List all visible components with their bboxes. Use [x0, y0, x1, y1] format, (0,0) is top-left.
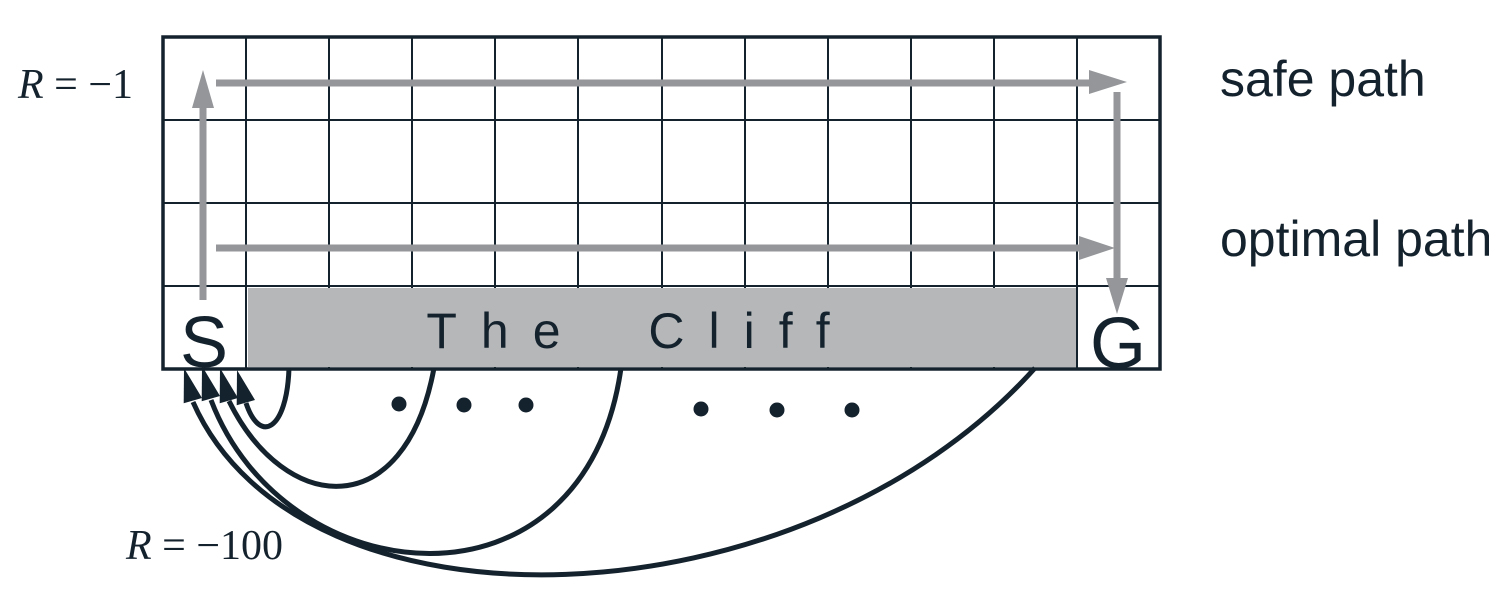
path-arrows — [192, 70, 1128, 314]
reward-step-label: R = −1 — [17, 62, 133, 108]
ellipsis-dot — [769, 402, 785, 418]
grid-border — [161, 35, 1162, 371]
ellipsis-dot — [844, 402, 860, 418]
ellipsis-dot — [391, 396, 407, 412]
arrowhead-icon — [236, 370, 255, 406]
cliff-fall-curve-3 — [208, 367, 624, 556]
gridworld — [161, 35, 1162, 371]
reward-cliff-value: = −100 — [152, 523, 283, 569]
ellipsis-dots — [391, 396, 860, 418]
cliff-fall-arrows — [183, 366, 1037, 578]
cliff-fall-curve-1 — [243, 367, 292, 430]
reward-cliff-variable: R — [125, 523, 152, 569]
arrowhead-right-icon — [1089, 70, 1127, 94]
arrowhead-icon — [219, 368, 238, 404]
optimal-path-arrow — [216, 236, 1115, 260]
grid-row-lines — [163, 119, 1160, 287]
safe-path-right-arrow — [216, 70, 1127, 94]
ellipsis-dot — [693, 401, 709, 417]
arrowhead-icon — [201, 366, 220, 402]
safe-path-label: safe path — [1220, 51, 1426, 107]
arrowhead-right-icon — [1079, 236, 1115, 260]
start-label: S — [180, 303, 228, 383]
safe-path-up-arrow — [192, 70, 214, 300]
reward-cliff-label: R = −100 — [125, 523, 283, 569]
goal-label: G — [1090, 304, 1146, 384]
cliff-label: The Cliff — [426, 303, 853, 359]
arrowhead-icon — [183, 368, 202, 404]
ellipsis-dot — [518, 397, 534, 413]
safe-path-down-arrow — [1106, 92, 1128, 314]
reward-step-value: = −1 — [44, 62, 133, 108]
arrowhead-down-icon — [1106, 278, 1128, 314]
cliff-fall-curve-2 — [226, 367, 437, 489]
reward-step-variable: R — [17, 62, 44, 108]
cliff-region — [248, 288, 1076, 367]
optimal-path-label: optimal path — [1220, 211, 1489, 267]
ellipsis-dot — [456, 397, 472, 413]
arrowhead-up-icon — [192, 70, 214, 108]
cliff-fall-curve-4 — [190, 366, 1037, 578]
